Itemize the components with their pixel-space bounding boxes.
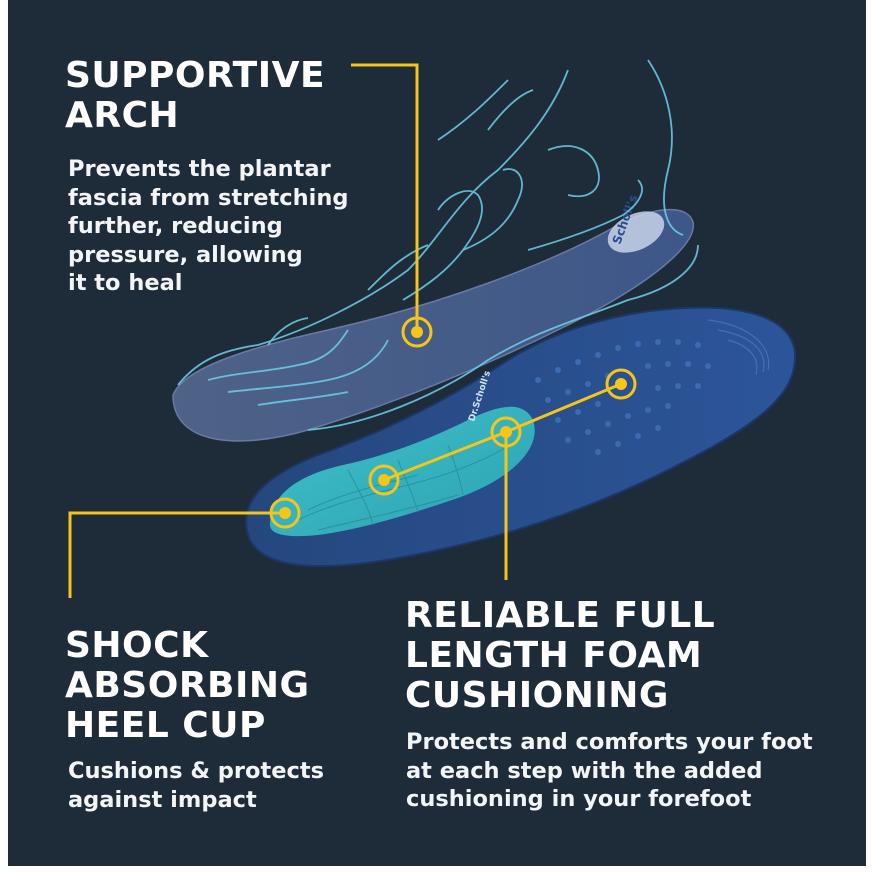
heel-description-line: Cushions & protects [68, 758, 324, 784]
foam-description-line: at each step with the added [406, 757, 763, 784]
arch-description-line: fascia from stretching [68, 184, 349, 211]
forefoot-target-marker [605, 368, 637, 400]
arch-connector-line [351, 63, 419, 330]
arch-description-line: Prevents the plantar [68, 156, 331, 182]
arch-description-line: pressure, allowing [68, 241, 303, 268]
arch-heading: SUPPORTIVE ARCH [65, 56, 325, 136]
heel-connector-line [68, 511, 285, 598]
infographic-panel: Scholl's [8, 0, 866, 866]
heel-heading-line: ABSORBING [65, 665, 310, 706]
foam-description-line: Protects and comforts your foot [406, 729, 813, 755]
arch-heading-line: SUPPORTIVE [65, 55, 326, 96]
foam-heading-line: LENGTH FOAM [405, 635, 703, 676]
foot-outline [177, 59, 699, 431]
foam-heading-line: CUSHIONING [405, 675, 669, 716]
midfoot-target-marker [368, 464, 400, 496]
heel-target-marker [269, 497, 301, 529]
foam-description-line: cushioning in your forefoot [406, 786, 752, 812]
foam-heading: RELIABLE FULL LENGTH FOAM CUSHIONING [405, 596, 715, 716]
heel-heading-line: SHOCK [65, 625, 209, 666]
arch-target-marker [401, 316, 433, 348]
arch-heading-line: ARCH [65, 95, 180, 136]
arch-foam-target-marker [490, 416, 522, 448]
heel-heading-line: HEEL CUP [65, 705, 266, 746]
target-markers [269, 316, 637, 529]
foam-description: Protects and comforts your foot at each … [406, 728, 813, 814]
insole-illustration: Scholl's [68, 59, 797, 598]
arch-description-line: it to heal [68, 270, 183, 296]
arch-description-line: further, reducing [68, 213, 283, 239]
foam-heading-line: RELIABLE FULL [405, 595, 716, 636]
heel-heading: SHOCK ABSORBING HEEL CUP [65, 626, 310, 746]
arch-description: Prevents the plantar fascia from stretch… [68, 155, 349, 298]
heel-description-line: against impact [68, 786, 257, 813]
heel-description: Cushions & protects against impact [68, 757, 324, 814]
